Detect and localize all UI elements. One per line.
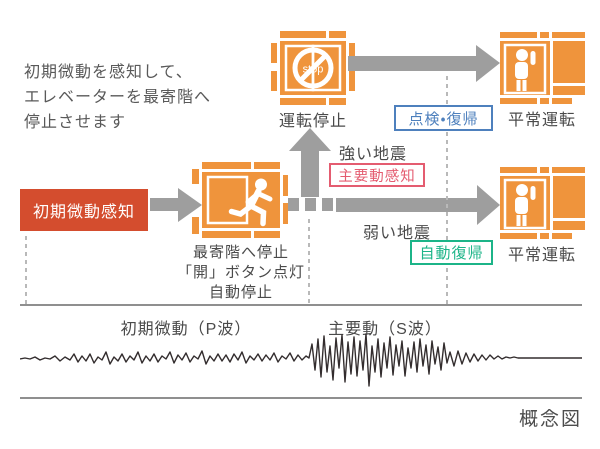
open-door-outline <box>503 178 547 230</box>
operation-stopped-label: 運転停止 <box>278 113 347 130</box>
arrow-dash <box>305 198 316 211</box>
inspection-return-badge: 点検・復帰 <box>394 105 493 131</box>
arrow-head <box>289 128 331 151</box>
seismograph-divider-bottom <box>20 397 582 399</box>
arrow-dash <box>322 198 333 211</box>
concept-caption: 概念図 <box>518 409 582 430</box>
auto-return-label: 自動復帰 <box>419 245 484 262</box>
wave-polyline <box>20 333 582 387</box>
person-standing-icon <box>515 49 536 91</box>
arrow-shaft <box>348 56 476 71</box>
auto-return-badge: 自動復帰 <box>410 240 493 265</box>
arrow-dash <box>288 198 299 211</box>
seismograph-waveform <box>20 333 582 387</box>
p-wave-label: 初期微動（P波） <box>120 321 252 338</box>
person-standing-icon <box>515 184 536 226</box>
dashed-timeline-p-start <box>25 236 27 304</box>
arrow-right-icon <box>336 185 500 225</box>
intro-line-3: 停止させます <box>24 114 127 131</box>
initial-tremor-detect-label: 初期微動感知 <box>32 204 135 221</box>
intro-text: 初期微動を感知して、 エレベーターを最寄階へ 停止させます <box>24 60 211 135</box>
initial-tremor-detect-box: 初期微動感知 <box>20 189 148 231</box>
open-door-outline <box>503 43 547 95</box>
dashed-timeline-s-end <box>446 76 448 304</box>
s-wave-label: 主要動（S波） <box>328 321 442 338</box>
intro-line-1: 初期微動を感知して、 <box>24 64 193 81</box>
elevator-stopped-icon: stop <box>271 31 355 105</box>
normal-operation-label: 平常運転 <box>507 112 576 129</box>
arrow-shaft <box>150 198 178 211</box>
seismograph-divider-top <box>20 304 582 306</box>
arrow-right-icon <box>348 45 500 82</box>
nearest-floor-line-1: 最寄階へ停止 <box>192 244 289 261</box>
elevator-normal-bottom-icon <box>500 167 585 239</box>
inspection-return-label: 点検・復帰 <box>408 110 479 128</box>
arrow-up-icon <box>289 128 331 197</box>
normal-operation-label: 平常運転 <box>507 247 576 264</box>
stop-sign-icon: stop <box>292 47 334 89</box>
weak-quake-label: 弱い地震 <box>363 225 432 242</box>
nearest-floor-line-3: 自動停止 <box>208 284 273 301</box>
arrow-shaft <box>301 150 319 197</box>
arrow-head <box>477 185 500 225</box>
elevator-normal-top-icon <box>500 32 585 104</box>
dashed-timeline-s-start <box>308 219 310 304</box>
main-motion-label: 主要動感知 <box>338 168 416 185</box>
strong-quake-label: 強い地震 <box>339 146 408 163</box>
arrow-head <box>178 188 202 222</box>
arrow-head <box>476 45 500 82</box>
main-motion-badge: 主要動感知 <box>329 163 425 187</box>
person-running-icon <box>228 178 273 227</box>
arrow-right-icon <box>150 188 202 222</box>
nearest-floor-caption: 最寄階へ停止 「開」ボタン点灯 自動停止 <box>150 243 332 303</box>
arrow-shaft <box>336 198 477 212</box>
intro-line-2: エレベーターを最寄階へ <box>24 89 212 106</box>
nearest-floor-line-2: 「開」ボタン点灯 <box>176 264 305 281</box>
elevator-running-icon <box>192 162 288 238</box>
